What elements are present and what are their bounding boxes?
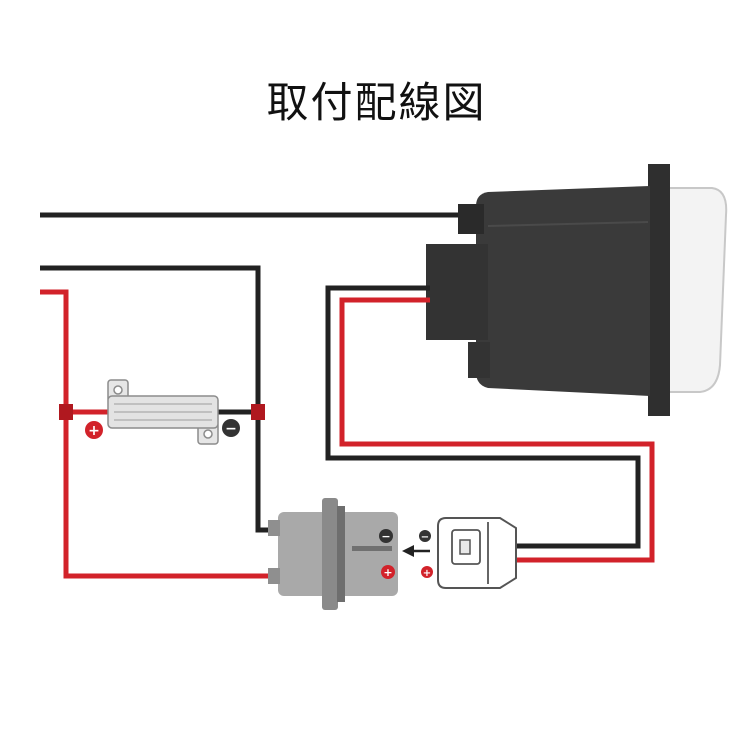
- plug-terminal-slot: [459, 539, 471, 555]
- socket-tab-bottom: [268, 568, 280, 584]
- vehicle-socket: [268, 498, 398, 610]
- lamp-wire-grommet: [458, 204, 484, 234]
- resistor-mount-hole-left: [113, 385, 123, 395]
- resistor-negative-marker: −: [222, 419, 240, 437]
- lamp-plug: [437, 517, 517, 589]
- socket-negative-symbol: −: [381, 530, 390, 543]
- socket-terminal-slot-top: [352, 546, 392, 551]
- lamp-lens: [659, 187, 728, 393]
- lamp-unit: [426, 164, 728, 416]
- lamp-flange: [648, 164, 670, 416]
- insert-arrow-icon: [402, 545, 430, 557]
- resistor-negative-symbol: −: [225, 421, 237, 437]
- red-wire-lamp: [339, 297, 655, 563]
- red-wire-main: [40, 289, 278, 579]
- lamp-body-bracket: [426, 244, 488, 340]
- socket-positive-marker: +: [381, 565, 395, 579]
- plug-negative-symbol: −: [421, 532, 429, 543]
- lamp-body-lower-block: [468, 342, 490, 378]
- lamp-body: [476, 186, 650, 396]
- socket-collar-inner: [337, 506, 345, 602]
- lamp-body-seam: [487, 221, 649, 227]
- red-splice-clip: [59, 404, 73, 420]
- socket-negative-marker: −: [379, 529, 393, 543]
- plug-positive-symbol: +: [423, 568, 431, 579]
- resistor-positive-marker: +: [85, 421, 103, 439]
- black-wire-lamp: [325, 285, 641, 549]
- load-resistor: [107, 379, 219, 445]
- socket-collar: [322, 498, 338, 610]
- resistor-positive-symbol: +: [88, 423, 100, 439]
- plug-negative-marker: −: [419, 530, 431, 543]
- socket-tab-top: [268, 520, 280, 536]
- resistor-mount-hole-right: [203, 429, 213, 439]
- diagram-title: 取付配線図: [266, 78, 487, 127]
- black-splice-clip: [251, 404, 265, 420]
- socket-positive-symbol: +: [383, 566, 392, 579]
- plug-positive-marker: +: [421, 566, 433, 579]
